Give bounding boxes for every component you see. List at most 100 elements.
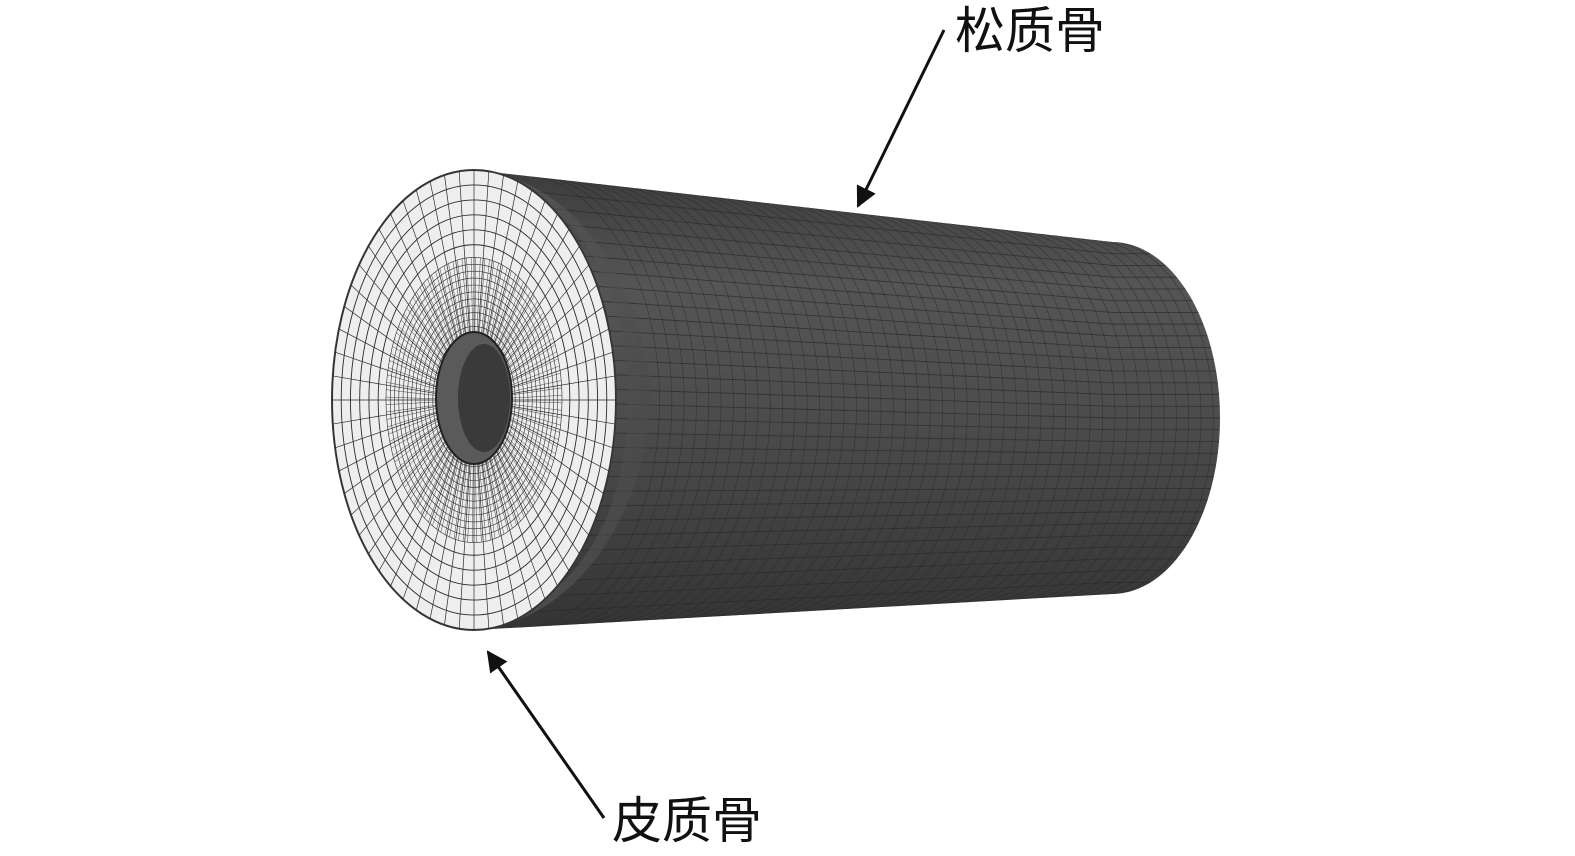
longitudinal-line (474, 200, 1166, 266)
face-spoke (458, 171, 472, 359)
face-spoke (494, 264, 590, 376)
face-spoke (368, 427, 456, 555)
face-spoke (350, 420, 453, 516)
face-spoke (344, 306, 451, 384)
face-spoke (498, 328, 610, 388)
circumferential-ring (1078, 237, 1190, 597)
circumferential-ring (597, 183, 734, 624)
circumferential-ring (558, 179, 697, 626)
circumferential-ring (571, 180, 710, 625)
face-spoke (429, 439, 467, 619)
face-spoke (368, 245, 456, 373)
circumferential-ring (779, 204, 907, 614)
circumferential-ring (519, 174, 660, 628)
face-spoke (378, 228, 458, 370)
cancellous-label: 松质骨 (955, 2, 1105, 60)
cortical-label: 皮质骨 (612, 792, 762, 850)
circumferential-ring (1104, 240, 1214, 595)
longitudinal-line (474, 581, 1151, 616)
circumferential-ring (766, 202, 894, 614)
end-rim-band (474, 170, 652, 630)
face-spoke (499, 375, 616, 397)
face-spoke (481, 439, 519, 619)
face-spoke (444, 440, 470, 626)
longitudinal-line (474, 546, 1186, 570)
circumferential-ring (1039, 233, 1153, 599)
face-spoke (378, 430, 458, 572)
outer-surface (474, 170, 1220, 630)
longitudinal-line (474, 246, 1193, 302)
face-spoke (486, 435, 546, 600)
face-spoke (390, 213, 460, 367)
face-spoke (358, 424, 454, 536)
circumferential-ring (974, 226, 1091, 603)
longitudinal-line (474, 430, 1220, 442)
circumferential-ring (1091, 239, 1202, 596)
face-spoke (444, 174, 470, 360)
face-spoke (415, 189, 464, 363)
circumferential-ring (649, 189, 783, 621)
circumferential-ring (532, 176, 673, 628)
inner-canal-shadow (458, 344, 510, 452)
face-spoke (488, 433, 558, 587)
face-spoke (402, 200, 462, 365)
longitudinal-line (474, 292, 1208, 337)
longitudinal-line (474, 353, 1218, 384)
circumferential-ring (740, 199, 870, 616)
face-spoke (429, 181, 467, 361)
circumferential-ring (1052, 234, 1165, 598)
circumferential-ring (1065, 236, 1177, 597)
longitudinal-line (474, 460, 1217, 466)
circumferential-ring (909, 218, 1030, 606)
face-spoke (497, 306, 604, 384)
circumferential-ring (961, 224, 1079, 603)
circumferential-ring (922, 220, 1042, 606)
circumferential-ring (701, 195, 833, 618)
face-spoke (497, 416, 604, 494)
face-spoke (495, 420, 598, 516)
cylinder-body (474, 170, 1220, 630)
face-spoke (488, 213, 558, 367)
face-spoke (344, 416, 451, 494)
circumferential-ring (844, 211, 968, 610)
circumferential-ring (1000, 229, 1116, 601)
circumferential-ring (623, 186, 759, 622)
longitudinal-line (474, 384, 1220, 407)
longitudinal-line (474, 184, 1151, 255)
circumferential-ring (714, 196, 845, 617)
face-spoke (490, 430, 570, 572)
face-spoke (498, 351, 614, 392)
circumferential-ring (805, 207, 931, 612)
circumferential-ring (610, 185, 747, 623)
longitudinal-line (474, 230, 1186, 290)
face-spoke (498, 408, 614, 449)
face-spoke (484, 189, 533, 363)
circumferential-ring (870, 214, 993, 608)
face-spoke (332, 403, 449, 425)
face-spoke (350, 284, 453, 380)
longitudinal-line (474, 445, 1218, 454)
longitudinal-line (474, 487, 1211, 493)
circumferential-ring (545, 177, 685, 627)
face-spoke (498, 412, 610, 472)
longitudinal-line (474, 399, 1220, 419)
face-spoke (499, 403, 616, 425)
circumferential-ring (935, 221, 1054, 605)
face-spoke (494, 424, 590, 536)
face-spoke (334, 351, 450, 392)
face-spoke (495, 284, 598, 380)
circumferential-ring (792, 205, 919, 613)
longitudinal-line (474, 558, 1177, 585)
circumferential-ring (727, 198, 857, 617)
end-face (331, 169, 617, 631)
face-spoke (476, 171, 490, 359)
circumferential-ring (753, 201, 882, 615)
circumferential-ring (948, 223, 1067, 604)
face-spoke (458, 441, 472, 629)
longitudinal-line (474, 368, 1220, 395)
circumferential-ring (818, 208, 943, 611)
circumferential-ring (662, 190, 796, 620)
circumferential-ring (688, 193, 820, 619)
circumferential-ring (987, 227, 1103, 602)
